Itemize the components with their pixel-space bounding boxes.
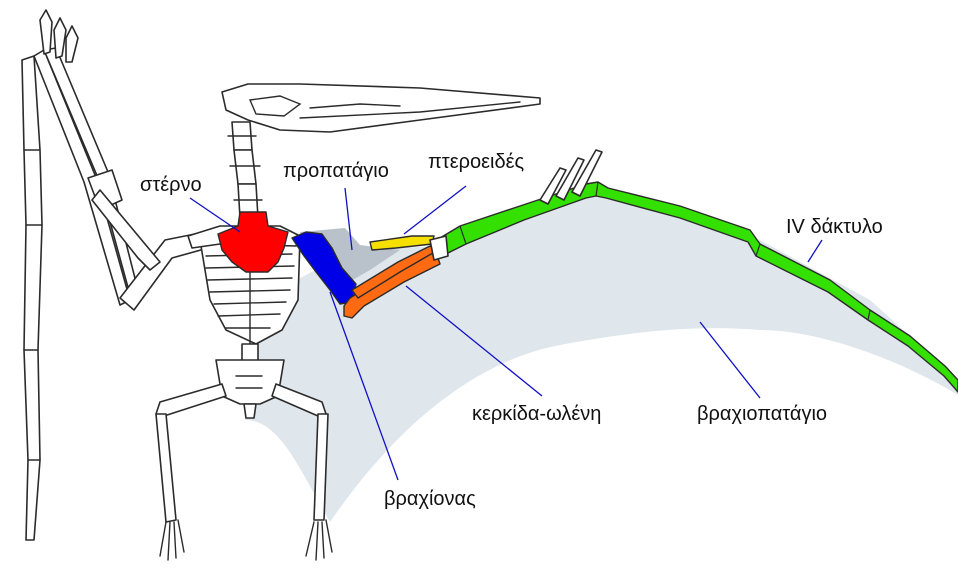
skull	[222, 84, 540, 132]
leader-brachiopatagium	[700, 322, 760, 398]
label-propatagium: προπατάγιο	[283, 160, 389, 182]
label-sternum: στέρνο	[140, 174, 202, 196]
raised-wing	[22, 10, 208, 540]
neck	[228, 122, 262, 218]
label-brachiopatagium: βραχιοπατάγιο	[697, 403, 827, 425]
label-fourth-digit: IV δάκτυλο	[786, 216, 883, 238]
label-humerus: βραχίονας	[384, 488, 476, 510]
label-pteroid: πτεροειδές	[428, 151, 525, 173]
leader-pteroid	[404, 186, 466, 234]
left-leg	[156, 384, 226, 560]
label-radius-ulna: κερκίδα-ωλένη	[472, 403, 601, 425]
leader-fourth-digit	[808, 240, 822, 262]
